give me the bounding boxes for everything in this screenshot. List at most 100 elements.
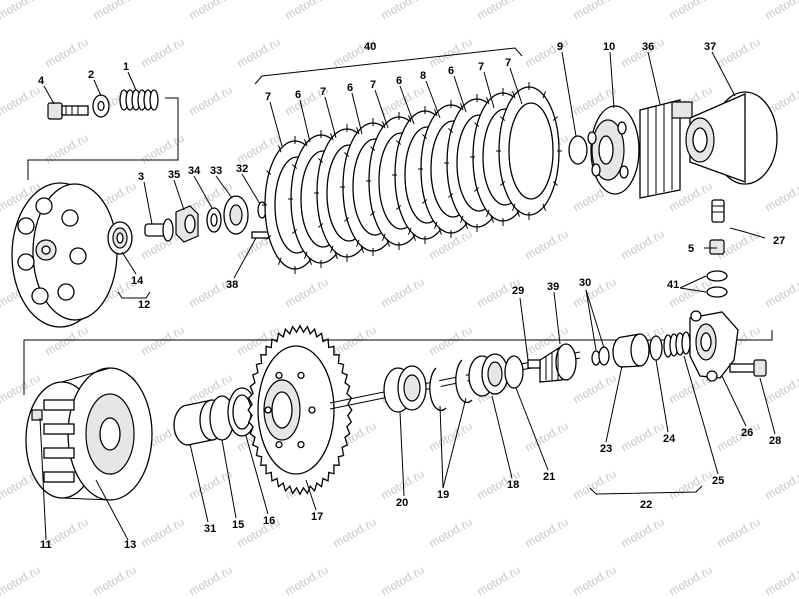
- watermark-text: motod.ru: [379, 563, 427, 599]
- watermark-text: motod.ru: [475, 0, 523, 23]
- leader-line: [173, 179, 185, 211]
- label-19: 19: [437, 489, 449, 501]
- watermark-text: motod.ru: [763, 179, 799, 215]
- leader-line: [39, 417, 47, 541]
- watermark-text: motod.ru: [331, 515, 379, 551]
- watermark-text: motod.ru: [139, 131, 187, 167]
- label-7c: 7: [370, 79, 376, 91]
- watermark-text: motod.ru: [763, 371, 799, 407]
- leader-line: [143, 181, 153, 225]
- watermark-text: motod.ru: [0, 0, 43, 23]
- label-7b: 7: [320, 86, 326, 98]
- part-3-push-piece: [144, 218, 174, 242]
- leader-line: [759, 377, 776, 435]
- label-23: 23: [600, 443, 612, 455]
- watermark-text: motod.ru: [427, 323, 475, 359]
- leader-line: [324, 96, 337, 139]
- clutch-plate: [496, 82, 562, 220]
- part-36-outer-drum: [639, 99, 693, 199]
- part-41-seals: [706, 270, 728, 298]
- watermark-text: motod.ru: [139, 323, 187, 359]
- label-4: 4: [38, 75, 45, 87]
- watermark-text: motod.ru: [667, 467, 715, 503]
- label-8: 8: [420, 70, 426, 82]
- watermark-text: motod.ru: [475, 563, 523, 599]
- bracket-27: [729, 227, 766, 239]
- label-22: 22: [640, 499, 652, 511]
- part-10-clutch-hub: [587, 105, 640, 195]
- part-28-bolt: [729, 359, 767, 377]
- label-5: 5: [688, 243, 694, 255]
- watermark-text: motod.ru: [571, 0, 619, 23]
- watermark-text: motod.ru: [571, 467, 619, 503]
- label-6a: 6: [295, 89, 301, 101]
- watermark-text: motod.ru: [619, 419, 667, 455]
- part-24-seal: [649, 335, 663, 361]
- label-25: 25: [712, 475, 724, 487]
- leader-line: [509, 67, 523, 105]
- watermark-text: motod.ru: [43, 323, 91, 359]
- leader-line: [399, 411, 405, 497]
- label-16: 16: [263, 515, 275, 527]
- watermark-text: motod.ru: [187, 83, 235, 119]
- leader-line: [519, 297, 529, 361]
- label-35: 35: [168, 169, 180, 181]
- watermark-text: motod.ru: [235, 35, 283, 71]
- label-7e: 7: [505, 57, 511, 69]
- leader-line: [43, 85, 55, 105]
- label-20: 20: [396, 497, 408, 509]
- part-30-orings: [591, 346, 610, 366]
- label-6c: 6: [396, 75, 402, 87]
- leader-line: [483, 71, 495, 109]
- watermark-text: motod.ru: [667, 0, 715, 23]
- watermark-text: motod.ru: [667, 563, 715, 599]
- leader-line: [679, 275, 707, 289]
- label-1: 1: [123, 61, 129, 73]
- leader-line: [127, 71, 137, 91]
- watermark-text: motod.ru: [619, 515, 667, 551]
- leader-line: [221, 439, 237, 519]
- watermark-text: motod.ru: [91, 0, 139, 23]
- label-9: 9: [557, 41, 563, 53]
- label-38: 38: [226, 279, 238, 291]
- watermark-text: motod.ru: [715, 419, 763, 455]
- watermark-text: motod.ru: [379, 0, 427, 23]
- clutch-plate-stack: [262, 82, 562, 274]
- watermark-text: motod.ru: [283, 275, 331, 311]
- watermark-text: motod.ru: [43, 35, 91, 71]
- part-25-spring: [663, 331, 691, 358]
- watermark-text: motod.ru: [91, 563, 139, 599]
- part-33-belleville-washer: [223, 195, 249, 235]
- label-34: 34: [188, 165, 201, 177]
- watermark-text: motod.ru: [763, 467, 799, 503]
- part-4-bolt: [47, 102, 89, 120]
- label-11: 11: [40, 539, 52, 551]
- leader-line: [453, 75, 467, 113]
- label-17: 17: [311, 511, 323, 523]
- part-27-bleed-nipple: [711, 199, 725, 223]
- label-6d: 6: [448, 65, 454, 77]
- label-32: 32: [236, 163, 248, 175]
- part-17-primary-gear: [247, 324, 353, 496]
- watermark-text: motod.ru: [763, 563, 799, 599]
- label-41: 41: [667, 279, 679, 291]
- watermark-text: motod.ru: [43, 131, 91, 167]
- watermark-text: motod.ru: [619, 227, 667, 263]
- label-29: 29: [512, 285, 524, 297]
- label-40: 40: [364, 41, 376, 53]
- leader-line: [374, 89, 389, 129]
- label-7a: 7: [265, 91, 271, 103]
- leader-line: [439, 405, 444, 489]
- part-13-clutch-basket: [25, 367, 153, 501]
- leader-line: [215, 175, 233, 199]
- leader-line: [351, 92, 363, 135]
- leader-line: [647, 51, 661, 105]
- watermark-text: motod.ru: [715, 35, 763, 71]
- leader-line: [711, 51, 736, 97]
- part-1-spring: [119, 89, 159, 111]
- leader-line: [491, 395, 513, 479]
- watermark-text: motod.ru: [523, 515, 571, 551]
- bracket-12: [117, 291, 151, 299]
- leader-line: [121, 251, 137, 275]
- watermark-text: motod.ru: [571, 563, 619, 599]
